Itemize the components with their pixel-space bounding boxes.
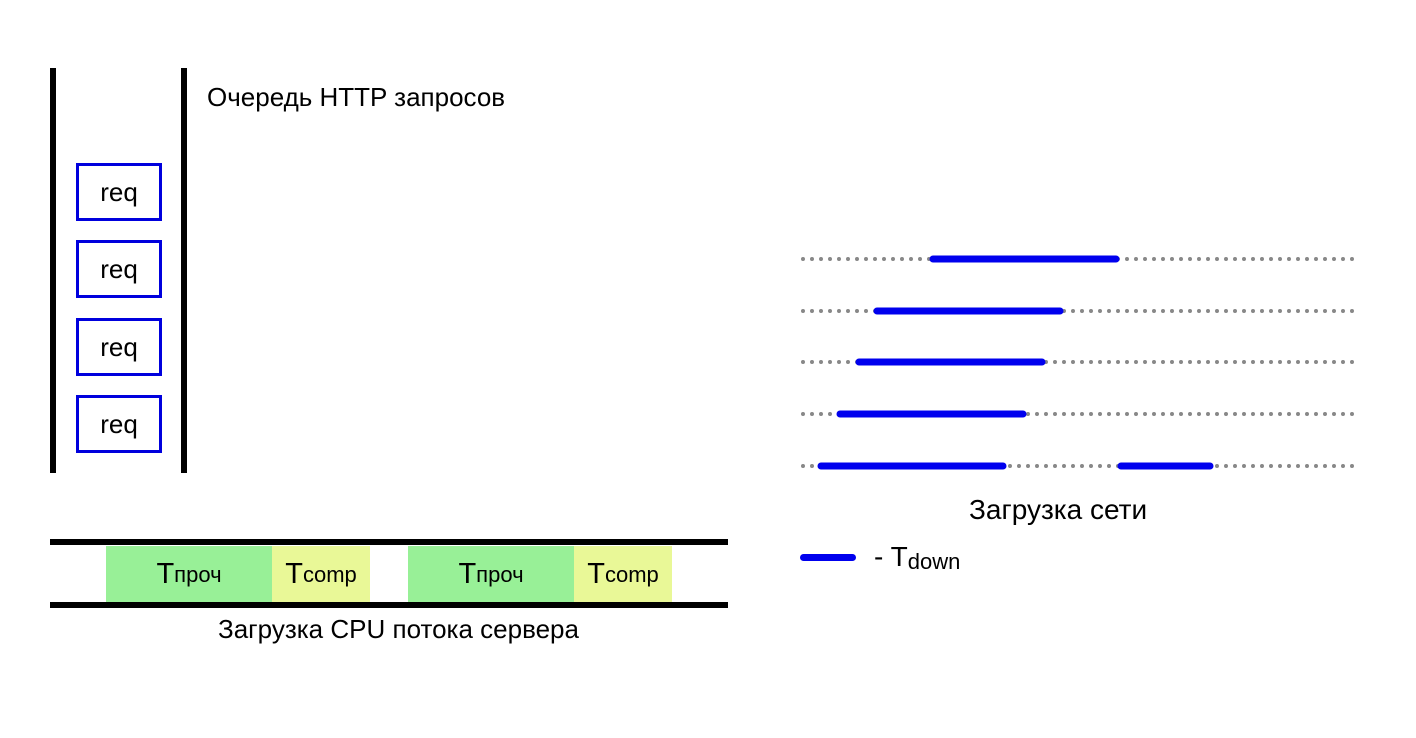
request-box: req [76, 318, 162, 376]
request-box: req [76, 395, 162, 453]
cpu-timeline-bottom-border [50, 602, 728, 608]
segment-subscript: проч [476, 561, 524, 587]
legend-swatch [800, 554, 856, 561]
segment-subscript: comp [604, 561, 659, 587]
cpu-caption: Загрузка CPU потока сервера [218, 614, 579, 644]
cpu-timeline-top-border [50, 539, 728, 545]
queue-title: Очередь HTTP запросов [207, 82, 506, 112]
legend-symbol: T [890, 541, 908, 572]
segment-symbol: T [156, 558, 175, 590]
segment-symbol: T [285, 558, 303, 590]
request-box: req [76, 240, 162, 298]
request-box: req [76, 163, 162, 221]
segment-subscript: comp [302, 561, 357, 587]
legend-label: - Tdown [874, 541, 960, 575]
queue-right-wall [181, 68, 187, 473]
legend-prefix: - [874, 541, 891, 572]
segment-symbol: T [587, 558, 605, 590]
segment-symbol: T [458, 558, 477, 590]
legend-subscript: down [907, 549, 961, 574]
network-caption: Загрузка сети [969, 494, 1148, 525]
queue-left-wall [50, 68, 56, 473]
segment-subscript: проч [174, 561, 222, 587]
